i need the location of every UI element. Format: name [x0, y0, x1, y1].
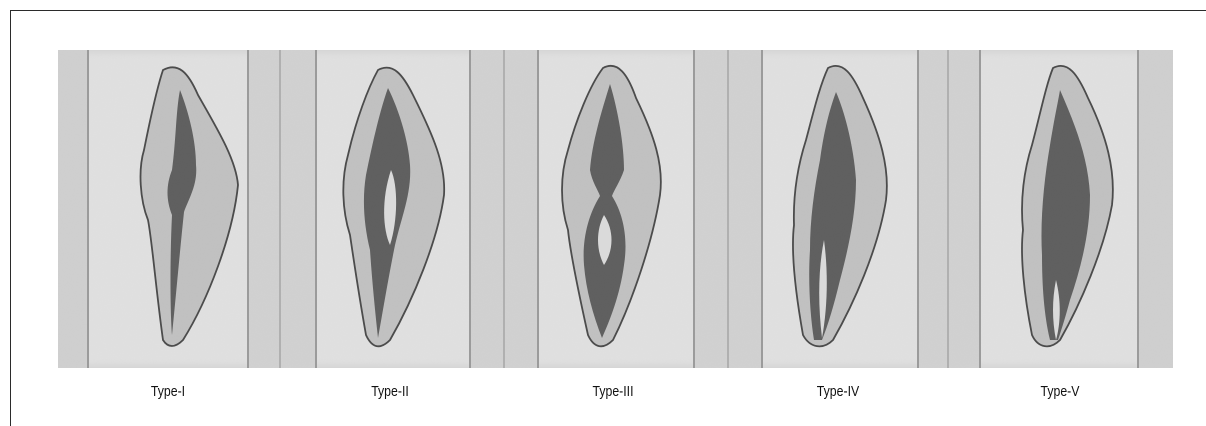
film-grain	[58, 50, 1173, 368]
panel-label-type-ii: Type-II	[308, 383, 472, 400]
panel-label-type-v: Type-V	[978, 383, 1142, 400]
panel-label-type-i: Type-I	[86, 383, 250, 400]
radiograph-drawing	[58, 50, 1173, 368]
panel-label-type-iii: Type-III	[531, 383, 695, 400]
panel-label-type-iv: Type-IV	[756, 383, 920, 400]
figure-frame-left	[10, 10, 11, 426]
radiograph-strip	[58, 50, 1173, 368]
figure-frame-top	[10, 10, 1206, 11]
